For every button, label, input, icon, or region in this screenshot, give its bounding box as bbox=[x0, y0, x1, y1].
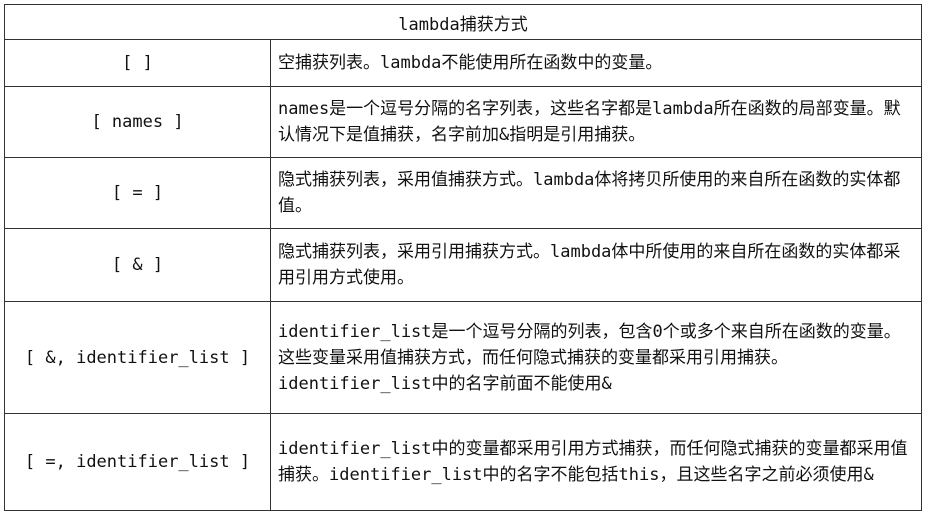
table-header-row: lambda捕获方式 bbox=[4, 4, 922, 40]
capture-syntax-cell: [ names ] bbox=[4, 86, 271, 158]
table-row: [ ] 空捕获列表。lambda不能使用所在函数中的变量。 bbox=[4, 39, 922, 87]
capture-syntax-cell: [ &, identifier_list ] bbox=[4, 301, 271, 414]
table-title: lambda捕获方式 bbox=[4, 4, 922, 40]
capture-description-cell: 隐式捕获列表，采用值捕获方式。lambda体将拷贝所使用的来自所在函数的实体都值… bbox=[270, 157, 922, 229]
capture-description-cell: names是一个逗号分隔的名字列表，这些名字都是lambda所在函数的局部变量。… bbox=[270, 86, 922, 158]
capture-syntax-cell: [ =, identifier_list ] bbox=[4, 413, 271, 511]
table-row: [ names ] names是一个逗号分隔的名字列表，这些名字都是lambda… bbox=[4, 86, 922, 158]
capture-description-cell: identifier_list中的变量都采用引用方式捕获，而任何隐式捕获的变量都… bbox=[270, 413, 922, 511]
table-row: [ & ] 隐式捕获列表，采用引用捕获方式。lambda体中所使用的来自所在函数… bbox=[4, 228, 922, 302]
table-row: [ =, identifier_list ] identifier_list中的… bbox=[4, 413, 922, 511]
capture-syntax-cell: [ = ] bbox=[4, 157, 271, 229]
table-row: [ = ] 隐式捕获列表，采用值捕获方式。lambda体将拷贝所使用的来自所在函… bbox=[4, 157, 922, 229]
capture-syntax-cell: [ & ] bbox=[4, 228, 271, 302]
capture-description-cell: 空捕获列表。lambda不能使用所在函数中的变量。 bbox=[270, 39, 922, 87]
capture-syntax-cell: [ ] bbox=[4, 39, 271, 87]
table-row: [ &, identifier_list ] identifier_list是一… bbox=[4, 301, 922, 414]
capture-description-cell: identifier_list是一个逗号分隔的列表，包含0个或多个来自所在函数的… bbox=[270, 301, 922, 414]
lambda-capture-table: lambda捕获方式 [ ] 空捕获列表。lambda不能使用所在函数中的变量。… bbox=[4, 4, 922, 511]
capture-description-cell: 隐式捕获列表，采用引用捕获方式。lambda体中所使用的来自所在函数的实体都采用… bbox=[270, 228, 922, 302]
